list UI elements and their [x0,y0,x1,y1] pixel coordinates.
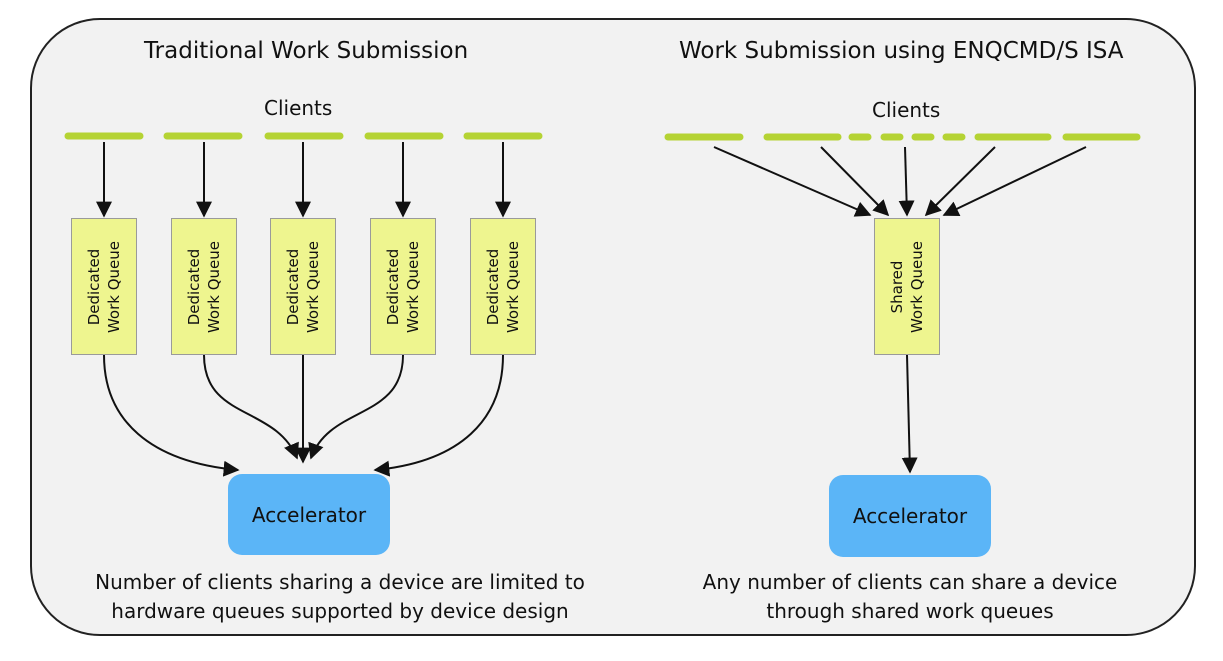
right-accelerator: Accelerator [829,475,991,557]
client-to-queue-arrow [820,146,890,217]
queue-label-line2: Work Queue [908,240,926,333]
queue-to-accelerator-arrow [373,354,504,477]
queue-to-accelerator-arrow [901,354,918,474]
left-queue-arrows [103,354,504,477]
queue-to-accelerator-arrow [308,354,404,460]
accelerator-label: Accelerator [852,504,968,528]
client-to-queue-arrow [924,146,996,217]
queue-label-line1: Dedicated [85,248,103,325]
client-to-queue-arrow [713,146,872,217]
client-to-queue-arrow [898,146,915,217]
right-client-arrows [713,146,1087,217]
queue-to-accelerator-arrow [203,354,299,460]
right-caption-line1: Any number of clients can share a device [702,570,1118,594]
queue-label-line1: Shared [888,260,906,313]
right-title: Work Submission using ENQCMD/S ISA [679,38,1124,64]
left-client-arrows [96,142,511,218]
left-caption: Number of clients sharing a device are l… [60,568,620,626]
queue-label-line2: Work Queue [205,240,223,333]
queue-label-line1: Dedicated [284,248,302,325]
right-caption-line2: through shared work queues [766,599,1054,623]
queue-label-line1: Dedicated [484,248,502,325]
right-clients-label: Clients [872,98,941,122]
client-to-queue-arrow [942,146,1087,216]
left-title: Traditional Work Submission [144,38,469,64]
left-clients-label: Clients [264,96,333,120]
queue-label-line2: Work Queue [504,240,522,333]
queue-label-line1: Dedicated [185,248,203,325]
left-caption-line1: Number of clients sharing a device are l… [95,570,585,594]
left-caption-line2: hardware queues supported by device desi… [111,599,569,623]
queue-label-line2: Work Queue [404,240,422,333]
queue-label-line2: Work Queue [304,240,322,333]
queue-to-accelerator-arrow [103,354,240,477]
queue-label-line1: Dedicated [384,248,402,325]
accelerator-label: Accelerator [251,502,367,527]
left-accelerator: Accelerator [228,474,390,555]
queue-label-line2: Work Queue [105,240,123,333]
right-caption: Any number of clients can share a device… [660,568,1160,626]
